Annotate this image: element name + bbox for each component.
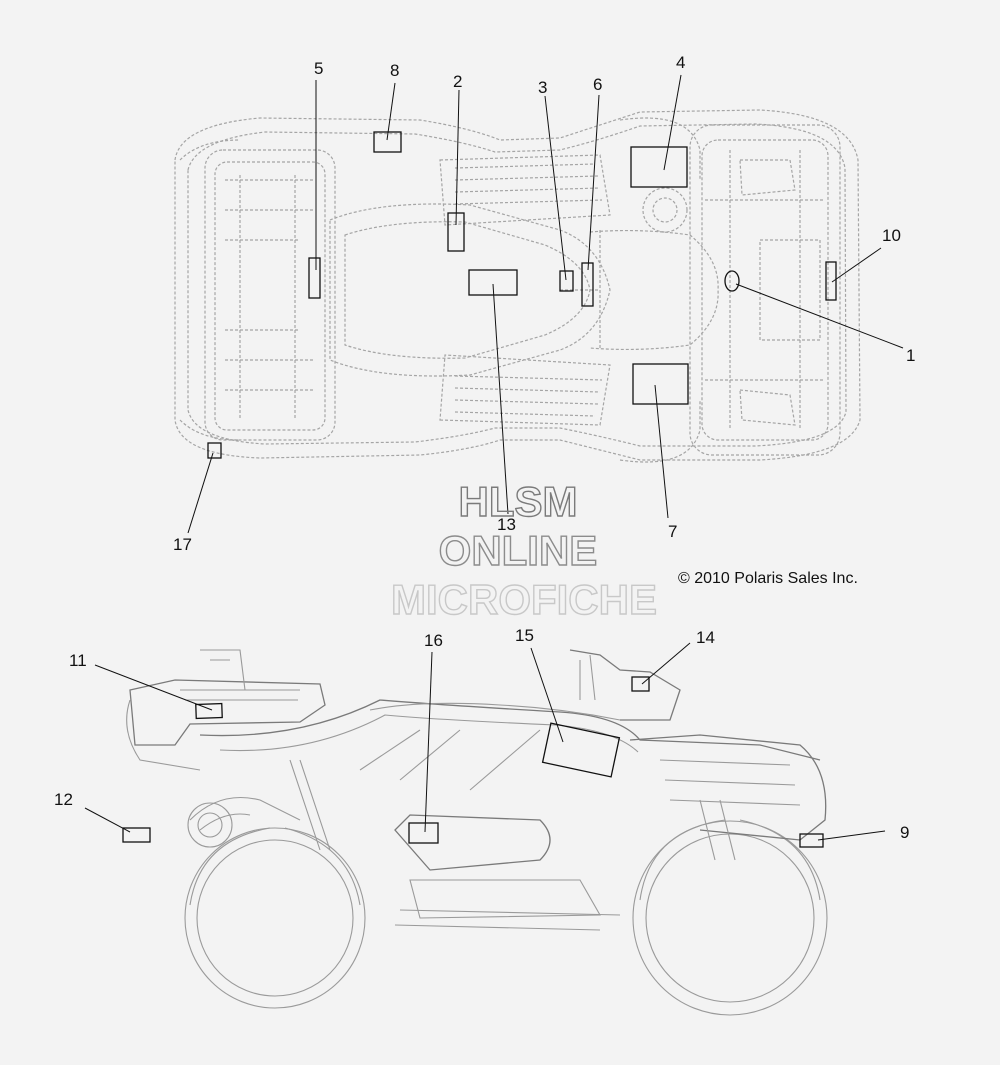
callout-15: 15	[515, 626, 534, 645]
decal-12	[122, 827, 151, 843]
callout-1: 1	[906, 346, 915, 365]
decal-8	[373, 131, 402, 153]
callout-5: 5	[314, 59, 323, 78]
decal-16	[408, 822, 439, 844]
callout-17: 17	[173, 535, 192, 554]
callout-6: 6	[593, 75, 602, 94]
top-view-leaders	[187, 74, 904, 534]
watermark-line-1: HLSM	[459, 478, 578, 525]
callout-10: 10	[882, 226, 901, 245]
callout-3: 3	[538, 78, 547, 97]
top-view-decals	[207, 131, 837, 459]
watermark: HLSM ONLINE MICROFICHE	[390, 477, 657, 623]
callout-labels: 5 8 2 3 6 4 10 1 7 13 17 11 12 16 15 14 …	[54, 53, 915, 842]
side-view-vehicle	[126, 649, 828, 1016]
callout-4: 4	[676, 53, 685, 72]
callout-13: 13	[497, 515, 516, 534]
copyright-notice: © 2010 Polaris Sales Inc.	[678, 570, 858, 587]
callout-9: 9	[900, 823, 909, 842]
decal-5	[308, 257, 321, 299]
decal-15	[541, 722, 621, 778]
callout-14: 14	[696, 628, 715, 647]
callout-2: 2	[453, 72, 462, 91]
callout-16: 16	[424, 631, 443, 650]
decal-6	[581, 262, 594, 307]
callout-11: 11	[69, 651, 87, 670]
top-view-vehicle	[174, 109, 861, 463]
callout-8: 8	[390, 61, 399, 80]
decal-10	[825, 261, 837, 301]
side-view-leaders	[84, 642, 886, 841]
decal-13	[468, 269, 518, 296]
decal-9	[799, 833, 824, 848]
decal-14	[631, 676, 650, 692]
decal-11	[195, 702, 223, 720]
watermark-line-3: MICROFICHE	[391, 576, 657, 623]
decal-7	[632, 363, 689, 405]
decal-3	[559, 270, 574, 292]
callout-12: 12	[54, 790, 73, 809]
side-view-decals	[122, 676, 824, 848]
callout-7: 7	[668, 522, 677, 541]
decal-17	[207, 442, 222, 459]
decal-4	[630, 146, 688, 188]
decal-1	[724, 270, 740, 292]
watermark-line-2: ONLINE	[439, 527, 598, 574]
